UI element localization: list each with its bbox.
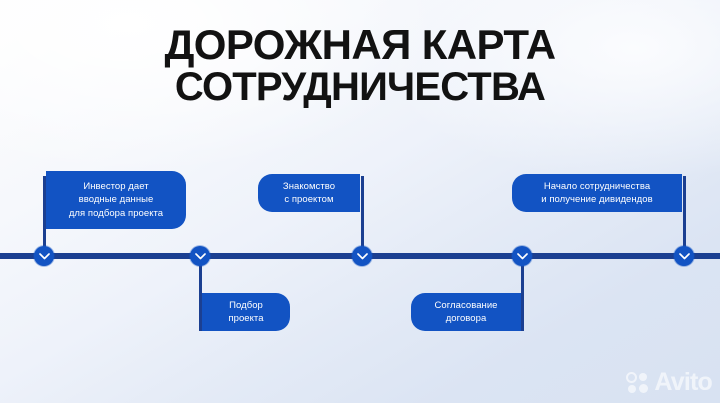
step-box-4[interactable]: Согласование договора — [411, 293, 521, 331]
timeline-marker-3[interactable] — [352, 246, 372, 266]
connector-line-1 — [43, 176, 46, 256]
chevron-down-icon — [194, 252, 206, 260]
chevron-down-icon — [678, 252, 690, 260]
connector-line-2 — [199, 256, 202, 331]
chevron-down-icon — [516, 252, 528, 260]
timeline-marker-1[interactable] — [34, 246, 54, 266]
step-box-5[interactable]: Начало сотрудничества и получение дивиде… — [512, 174, 682, 212]
timeline-marker-5[interactable] — [674, 246, 694, 266]
step-box-1[interactable]: Инвестор дает вводные данные для подбора… — [46, 171, 186, 229]
chevron-down-icon — [356, 252, 368, 260]
connector-line-3 — [361, 176, 364, 256]
connector-line-5 — [683, 176, 686, 256]
chevron-down-icon — [38, 252, 50, 260]
title-line-1: ДОРОЖНАЯ КАРТА — [164, 21, 556, 68]
avito-dots-icon — [626, 371, 650, 394]
avito-wordmark: Avito — [654, 368, 712, 396]
step-box-3[interactable]: Знакомство с проектом — [258, 174, 360, 212]
timeline-marker-4[interactable] — [512, 246, 532, 266]
step-box-2[interactable]: Подбор проекта — [202, 293, 290, 331]
page-title: ДОРОЖНАЯ КАРТА СОТРУДНИЧЕСТВА — [0, 21, 720, 109]
avito-watermark: Avito — [626, 368, 713, 396]
connector-line-4 — [521, 256, 524, 331]
title-line-2: СОТРУДНИЧЕСТВА — [174, 64, 546, 109]
timeline-marker-2[interactable] — [190, 246, 210, 266]
